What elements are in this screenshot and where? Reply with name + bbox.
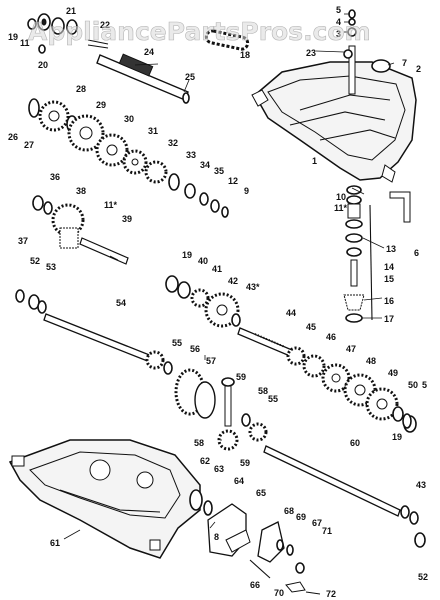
callout-42: 42: [228, 276, 238, 286]
callout-54: 54: [116, 298, 126, 308]
upper-housing-1: [251, 9, 417, 183]
callout-53: 53: [46, 262, 56, 272]
callout-52: 52: [30, 256, 40, 266]
callout-43-star: 43*: [246, 282, 260, 292]
top-left-shaft-assembly: [27, 13, 190, 104]
right-vertical-stack: [343, 185, 411, 323]
callout-38: 38: [76, 186, 86, 196]
leader-lines: [63, 13, 395, 540]
callout-59-b: 59: [240, 458, 250, 468]
callout-39: 39: [122, 214, 132, 224]
callout-15: 15: [384, 274, 394, 284]
callout-61: 61: [50, 538, 60, 548]
callout-71: 71: [322, 526, 332, 536]
callout-28: 28: [76, 84, 86, 94]
callout-3: 3: [336, 29, 341, 39]
lower-housing-61: [8, 439, 201, 559]
mid-left-gear-group: [32, 195, 129, 265]
callout-46: 46: [326, 332, 336, 342]
callout-72: 72: [326, 589, 336, 599]
callout-70: 70: [274, 588, 284, 598]
callout-1: 1: [312, 156, 317, 166]
callout-30: 30: [124, 114, 134, 124]
callout-14: 14: [384, 262, 394, 272]
callout-45: 45: [306, 322, 316, 332]
callout-66: 66: [250, 580, 260, 590]
callout-55: 55: [172, 338, 182, 348]
callout-20: 20: [38, 60, 48, 70]
callout-59: 59: [236, 372, 246, 382]
callout-68: 68: [284, 506, 294, 516]
top-gear-row: [28, 98, 229, 218]
callout-37: 37: [18, 236, 28, 246]
callout-labels: 19 11 21 22 20 24 18 5 4 3 23 7 2 25 26 …: [8, 5, 428, 599]
callout-23: 23: [306, 48, 316, 58]
callout-58-b: 58: [258, 386, 268, 396]
callout-16: 16: [384, 296, 394, 306]
callout-9: 9: [244, 186, 249, 196]
callout-19-b: 19: [182, 250, 192, 260]
callout-65: 65: [256, 488, 266, 498]
differential-group: [145, 350, 268, 451]
callout-13: 13: [386, 244, 396, 254]
callout-5: 5: [336, 5, 341, 15]
callout-69: 69: [296, 512, 306, 522]
callout-26: 26: [8, 132, 18, 142]
callout-40: 40: [198, 256, 208, 266]
callout-62: 62: [200, 456, 210, 466]
callout-10: 10: [336, 192, 346, 202]
callout-48: 48: [366, 356, 376, 366]
callout-32: 32: [168, 138, 178, 148]
callout-4: 4: [336, 17, 341, 27]
callout-60: 60: [350, 438, 360, 448]
callout-17: 17: [384, 314, 394, 324]
callout-31: 31: [148, 126, 158, 136]
callout-52-b: 52: [418, 572, 428, 582]
callout-6: 6: [414, 248, 419, 258]
callout-47: 47: [346, 344, 356, 354]
callout-43: 43: [416, 480, 426, 490]
callout-18: 18: [240, 50, 250, 60]
callout-56: 56: [190, 344, 200, 354]
callout-19: 19: [8, 32, 18, 42]
callout-50: 50: [408, 380, 418, 390]
callout-55-b: 55: [268, 394, 278, 404]
chain-18: [204, 29, 250, 51]
callout-36: 36: [50, 172, 60, 182]
callout-11-star-b: 11*: [104, 200, 118, 210]
callout-29: 29: [96, 100, 106, 110]
callout-41: 41: [212, 264, 222, 274]
axle-60: [263, 413, 426, 548]
callout-35: 35: [214, 166, 224, 176]
callout-63: 63: [214, 464, 224, 474]
callout-21: 21: [66, 6, 76, 16]
callout-22: 22: [100, 20, 110, 30]
callout-2: 2: [416, 64, 421, 74]
middle-shaft-assembly: [15, 275, 417, 433]
callout-44: 44: [286, 308, 296, 318]
callout-19-c: 19: [392, 432, 402, 442]
callout-24: 24: [144, 47, 154, 57]
callout-58: 58: [194, 438, 204, 448]
watermark: AppliancePartsPros.com: [28, 17, 371, 46]
callout-25: 25: [185, 72, 195, 82]
callout-27: 27: [24, 140, 34, 150]
callout-64: 64: [234, 476, 244, 486]
lower-center-parts: [189, 489, 321, 595]
callout-5-b: 5: [422, 380, 427, 390]
callout-33: 33: [186, 150, 196, 160]
callout-57: 57: [206, 356, 216, 366]
callout-67: 67: [312, 518, 322, 528]
callout-11-star: 11*: [334, 203, 348, 213]
callout-12: 12: [228, 176, 238, 186]
callout-49: 49: [388, 368, 398, 378]
callout-8: 8: [214, 532, 219, 542]
callout-34: 34: [200, 160, 210, 170]
callout-11: 11: [20, 38, 30, 48]
callout-7: 7: [402, 58, 407, 68]
